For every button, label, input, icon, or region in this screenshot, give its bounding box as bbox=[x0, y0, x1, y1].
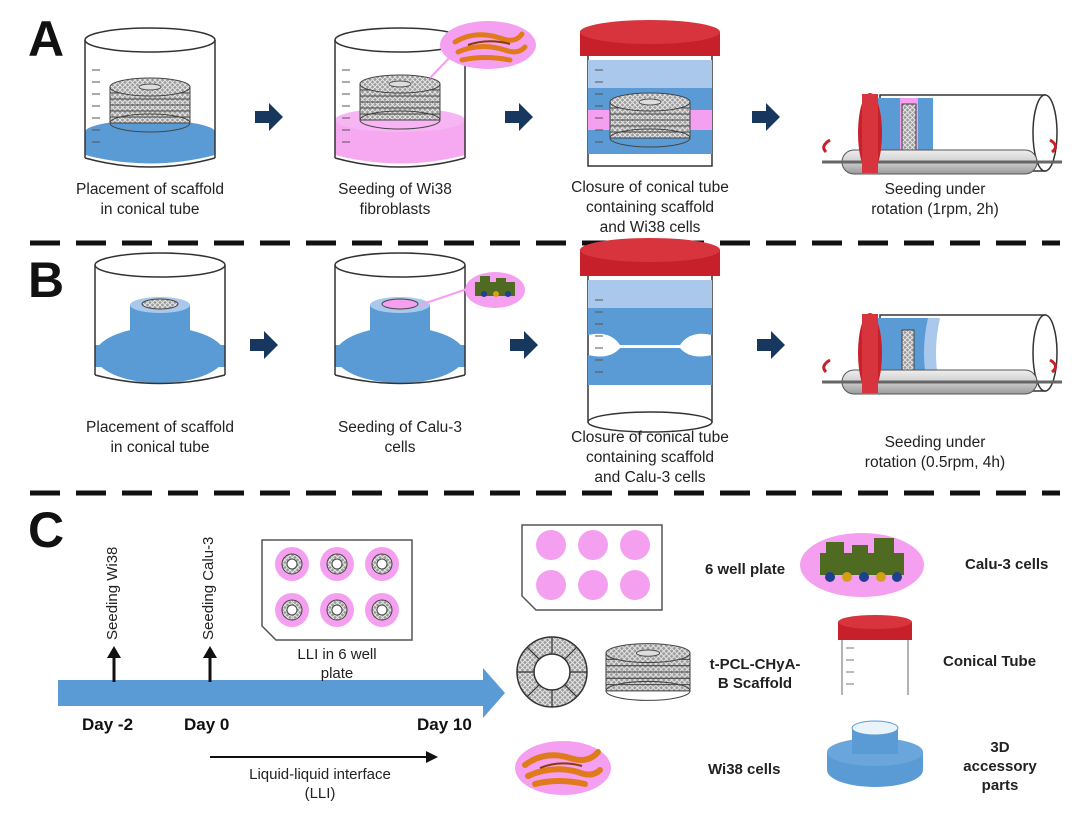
panel-c bbox=[58, 524, 924, 795]
panel-label-c: C bbox=[28, 502, 65, 558]
panel-a bbox=[84, 20, 1062, 175]
legend-tube-label: Conical Tube bbox=[943, 653, 1037, 670]
legend-tube-icon bbox=[838, 615, 912, 695]
legend-wi38-label: Wi38 cells bbox=[708, 761, 781, 778]
legend-accessory-label: 3D accessory parts bbox=[963, 739, 1037, 794]
a-step1-caption: Placement of scaffold in conical tube bbox=[76, 181, 224, 218]
a-arrow-3 bbox=[752, 103, 780, 131]
lli-well bbox=[320, 593, 354, 627]
b-calu-inset bbox=[465, 272, 525, 308]
a-step4-caption: Seeding under rotation (1rpm, 2h) bbox=[871, 181, 999, 218]
a-step2-caption: Seeding of Wi38 fibroblasts bbox=[338, 181, 452, 218]
a-step4-rotator bbox=[822, 93, 1062, 175]
lli-well bbox=[320, 547, 354, 581]
lli-interval-caption: Liquid-liquid interface (LLI) bbox=[249, 766, 391, 802]
lli-arrow bbox=[210, 751, 438, 763]
legend-scaffold-ring-icon bbox=[516, 636, 588, 708]
event-arrow-wi38 bbox=[107, 646, 121, 682]
panel-label-a: A bbox=[28, 11, 65, 67]
panel-label-b: B bbox=[28, 252, 65, 308]
a-step2-tube bbox=[334, 27, 466, 168]
legend-calu-label: Calu-3 cells bbox=[965, 556, 1049, 573]
lli-well bbox=[365, 547, 399, 581]
b-step3-caption: Closure of conical tube containing scaff… bbox=[571, 429, 729, 486]
a-arrow-1 bbox=[255, 103, 283, 131]
a-fibroblast-inset bbox=[440, 21, 536, 69]
lli-well bbox=[365, 593, 399, 627]
legend-scaffold-stack-icon bbox=[605, 643, 691, 701]
event-label-wi38: Seeding Wi38 bbox=[104, 546, 121, 640]
legend-plate-label: 6 well plate bbox=[705, 561, 786, 578]
lli-plate-caption: LLI in 6 well plate bbox=[297, 646, 377, 682]
event-label-calu: Seeding Calu-3 bbox=[200, 536, 217, 640]
a-step3-tube bbox=[580, 20, 720, 167]
panel-b bbox=[94, 238, 1062, 433]
b-arrow-2 bbox=[510, 331, 538, 359]
lli-well bbox=[275, 547, 309, 581]
a-step1-tube bbox=[84, 27, 216, 168]
legend-scaffold-label: t-PCL-CHyA- B Scaffold bbox=[709, 656, 801, 692]
lli-plate bbox=[261, 539, 413, 641]
b-step1-tube bbox=[94, 252, 226, 385]
b-step1-caption: Placement of scaffold in conical tube bbox=[86, 419, 234, 456]
legend-wi38-icon bbox=[515, 741, 611, 795]
legend-accessory-icon bbox=[827, 720, 923, 787]
day-label-start: Day -2 bbox=[82, 715, 134, 734]
legend-calu-icon bbox=[800, 533, 924, 597]
day-label-end: Day 10 bbox=[417, 715, 472, 734]
b-arrow-3 bbox=[757, 331, 785, 359]
b-arrow-1 bbox=[250, 331, 278, 359]
b-step2-tube bbox=[334, 252, 471, 385]
day-label-zero: Day 0 bbox=[184, 715, 230, 734]
timeline-bar bbox=[58, 668, 505, 718]
legend-plate-icon bbox=[521, 524, 663, 611]
lli-well bbox=[275, 593, 309, 627]
b-step2-caption: Seeding of Calu-3 cells bbox=[337, 419, 463, 456]
event-arrow-calu bbox=[203, 646, 217, 682]
b-step3-tube bbox=[580, 238, 720, 433]
a-arrow-2 bbox=[505, 103, 533, 131]
b-step4-caption: Seeding under rotation (0.5rpm, 4h) bbox=[864, 434, 1006, 471]
a-step3-caption: Closure of conical tube containing scaff… bbox=[571, 179, 729, 236]
b-step4-rotator bbox=[822, 313, 1062, 395]
